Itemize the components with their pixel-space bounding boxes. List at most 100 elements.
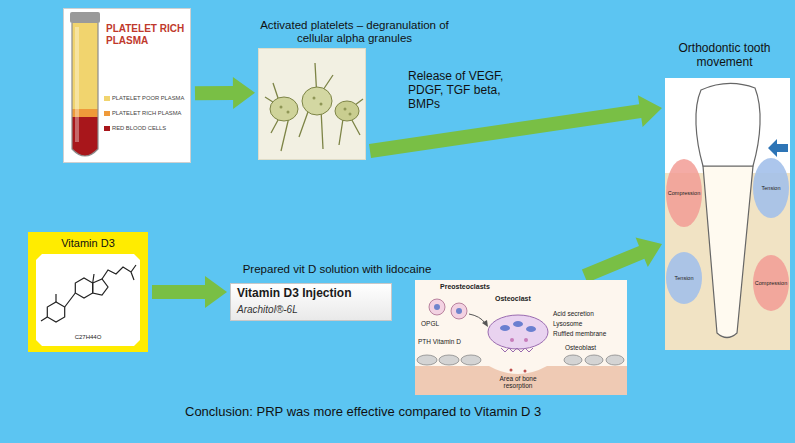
mineral-fragment xyxy=(524,370,527,373)
preosteoclast-cell xyxy=(434,304,440,310)
conclusion-text: Conclusion: PRP was more effective compa… xyxy=(185,405,615,420)
mineral-fragment xyxy=(510,369,527,373)
osteoclast-cell xyxy=(488,315,548,352)
flow-arrow xyxy=(195,77,255,109)
zone-label: Compression xyxy=(753,280,789,286)
cell-label: Osteoblast xyxy=(565,344,625,351)
preosteoclast-cell xyxy=(451,303,467,319)
bond-line xyxy=(47,302,64,322)
vitamin-box: Vitamin D3 C27H44O xyxy=(28,232,148,352)
granule xyxy=(280,106,283,109)
osteoblast-cell xyxy=(417,355,437,365)
platelet-cell xyxy=(270,87,359,121)
layer-swatch xyxy=(104,96,110,131)
bond-line xyxy=(41,293,75,321)
zone-label: Tension xyxy=(666,275,702,281)
resorption-pit xyxy=(489,366,547,374)
bond-line xyxy=(41,265,136,322)
factor-label: OPGL xyxy=(421,320,451,327)
injection-label-box: Prepared vit D solution with lidocaineVi… xyxy=(230,283,392,321)
granule xyxy=(320,103,323,106)
test-tube xyxy=(70,12,100,23)
platelet-filament xyxy=(299,63,333,149)
product-name: Vitamin D3 Injection xyxy=(237,287,387,301)
organelle-label: Ruffled membrane xyxy=(553,330,625,337)
zone-label: Compression xyxy=(666,190,702,196)
granule xyxy=(349,113,352,116)
force-arrow xyxy=(768,139,788,157)
tooth-diagram-box: Orthodontic tooth movementCompressionTen… xyxy=(665,78,790,350)
zone-label: Tension xyxy=(753,185,789,191)
granule xyxy=(287,111,290,114)
differentiation-arrow xyxy=(469,314,488,327)
cell-label: Preosteoclasts xyxy=(440,283,510,291)
tooth-drawing xyxy=(665,78,790,350)
step-heading: Orthodontic tooth movement xyxy=(659,42,790,70)
layer-swatch xyxy=(104,111,110,116)
cell-label: Osteoclast xyxy=(495,295,547,303)
layer-label: RED BLOOD CELLS xyxy=(112,125,190,132)
granule xyxy=(344,108,347,111)
osteoblast-cell xyxy=(439,355,459,365)
box-title: Vitamin D3 xyxy=(28,237,148,250)
test-tube xyxy=(70,12,100,156)
preosteoclast-cell xyxy=(429,299,445,315)
bond-line xyxy=(93,279,108,295)
layer-swatch xyxy=(104,126,110,131)
bone xyxy=(415,366,627,395)
step-heading: Prepared vit D solution with lidocaine xyxy=(219,263,455,276)
platelet-photo-box: Activated platelets – degranulation of c… xyxy=(258,48,366,160)
osteoblast-cell xyxy=(417,355,624,365)
layer-swatch xyxy=(104,96,110,101)
platelet-drawing xyxy=(259,49,367,161)
osteoblast-cell xyxy=(564,355,582,365)
pressure-zone xyxy=(753,158,789,218)
tooth-root xyxy=(703,166,753,338)
test-tube xyxy=(75,27,79,142)
process-label: Acid secretion xyxy=(553,310,625,317)
differentiation-arrow xyxy=(469,314,485,323)
osteoblast-cell xyxy=(606,355,624,365)
platelet-cell xyxy=(302,87,332,115)
layer-heading: PLATELET RICH PLASMA xyxy=(106,23,186,46)
osteoclast-cell xyxy=(524,338,528,342)
formula: C27H44O xyxy=(28,334,148,341)
bond-line xyxy=(75,278,92,298)
differentiation-arrow xyxy=(482,320,488,327)
granule xyxy=(280,97,352,116)
osteoclast-cell xyxy=(500,325,510,331)
mineral-fragment xyxy=(510,369,513,372)
pressure-zone xyxy=(666,159,702,227)
layer-label: PLATELET POOR PLASMA xyxy=(112,95,190,102)
osteoclast-cell xyxy=(526,326,536,332)
platelet-cell xyxy=(270,97,298,121)
preosteoclast-cell xyxy=(456,308,462,314)
osteoblast-cell xyxy=(585,355,603,365)
platelet-cell xyxy=(335,101,359,121)
prp-tube-box: PLATELET RICH PLASMA PLATELET POOR PLASMA… xyxy=(63,8,191,163)
tooth-crown xyxy=(696,83,760,166)
preosteoclast-cell xyxy=(429,299,467,319)
pressure-zone xyxy=(666,252,702,304)
region-label: Area of bone resorption xyxy=(485,375,551,390)
test-tube xyxy=(72,23,98,156)
bone-remodeling-box: PreosteoclastsOsteoclastOPGL Acid secreti… xyxy=(415,280,627,395)
layer-label: PLATELET RICH PLASMA xyxy=(112,110,190,117)
factor-label: PTH Vitamin D xyxy=(418,338,480,345)
platelet-filament xyxy=(265,63,363,151)
brand-name: Arachitol®-6L xyxy=(237,304,387,316)
flow-arrow xyxy=(152,276,227,308)
granule xyxy=(313,97,316,100)
osteoclast-cell xyxy=(488,315,548,349)
pressure-zone xyxy=(753,255,789,311)
organelle-label: Lysosome xyxy=(553,320,625,327)
edge-label: Release of VEGF, PDGF, TGF beta, BMPs xyxy=(408,70,520,111)
osteoclast-cell xyxy=(501,348,533,352)
osteoclast-cell xyxy=(510,338,514,342)
molecule-panel xyxy=(36,254,140,346)
flow-arrow xyxy=(582,238,662,283)
step-heading: Activated platelets – degranulation of c… xyxy=(247,19,462,45)
osteoblast-cell xyxy=(461,355,481,365)
bond-line xyxy=(93,265,136,283)
osteoclast-cell xyxy=(513,321,523,327)
